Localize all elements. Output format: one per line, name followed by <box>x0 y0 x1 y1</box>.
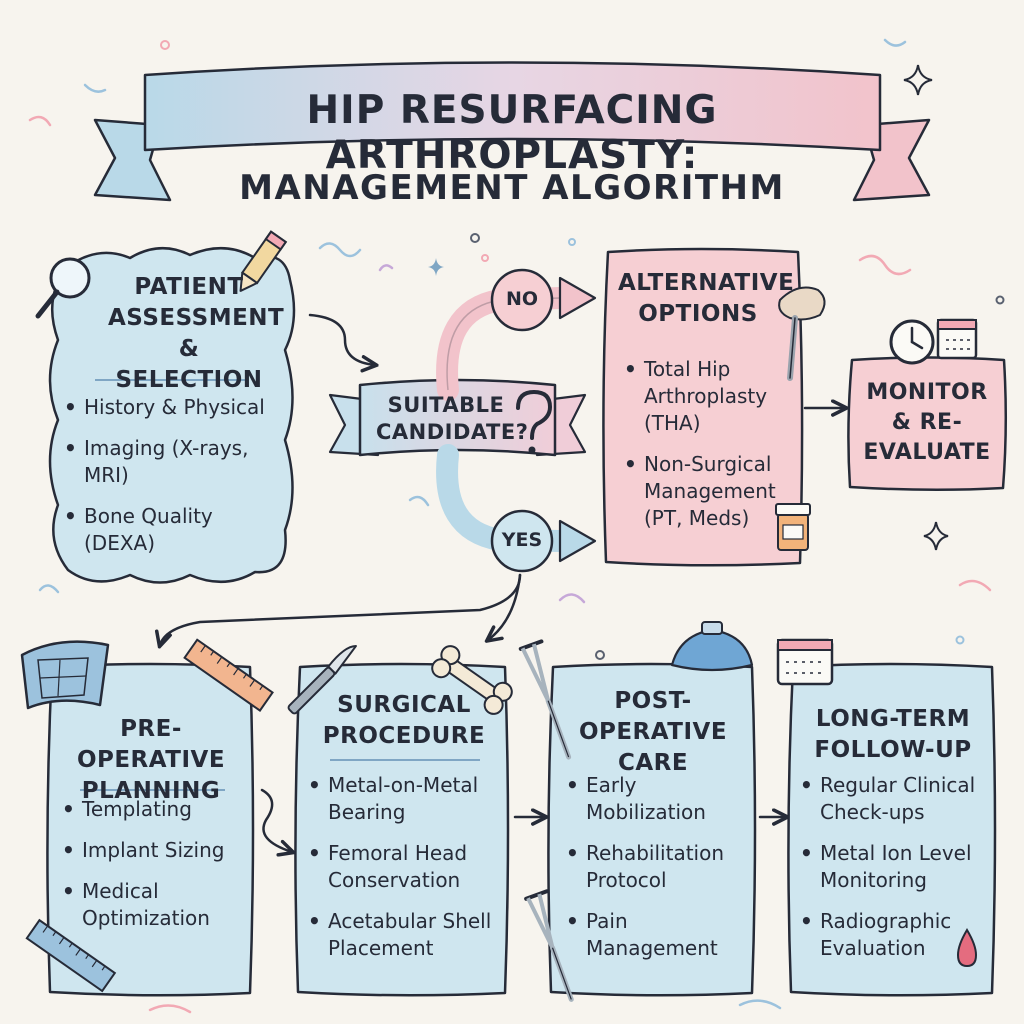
list-item: Non-Surgical Management (PT, Meds) <box>622 451 790 532</box>
list-item: Regular Clinical Check-ups <box>798 772 990 826</box>
stage-list-followup: Regular Clinical Check-ups Metal Ion Lev… <box>798 772 990 976</box>
list-item: Total Hip Arthroplasty (THA) <box>622 356 790 437</box>
stage-title-postop: POST-OPERATIVE CARE <box>578 688 728 776</box>
decorative-dots <box>160 40 1005 660</box>
stage-title-followup: LONG-TERM FOLLOW-UP <box>814 706 972 763</box>
list-item: Metal Ion Level Monitoring <box>798 840 990 894</box>
decorative-doodles <box>28 38 992 1014</box>
list-item: History & Physical <box>62 394 287 421</box>
list-item: Pain Management <box>564 908 748 962</box>
calendar-icon <box>776 638 834 686</box>
list-item: Templating <box>60 796 246 823</box>
yes-to-procedure-arrow <box>488 573 522 640</box>
yes-arrow-head <box>558 519 597 563</box>
stage-title-planning: PRE-OPERATIVE PLANNING <box>76 716 226 804</box>
list-item: Acetabular Shell Placement <box>306 908 502 962</box>
list-item: Implant Sizing <box>60 837 246 864</box>
clock-icon <box>889 319 935 365</box>
ruler-icon <box>183 638 274 712</box>
yes-pill-bg <box>490 509 554 573</box>
title-banner <box>93 61 931 202</box>
yes-to-planning-arrow <box>160 573 522 645</box>
hip-implant-icon <box>778 286 826 381</box>
scalpel-icon <box>287 645 357 715</box>
question-mark-icon <box>516 389 553 454</box>
decision-question: SUITABLE CANDIDATE? <box>376 393 529 444</box>
ruler-icon <box>25 918 117 993</box>
stage-list-planning: Templating Implant Sizing Medical Optimi… <box>60 796 246 946</box>
assessment-to-decision-arrow <box>308 313 375 365</box>
list-item: Femoral Head Conservation <box>306 840 502 894</box>
planning-to-procedure-arrow <box>260 788 292 852</box>
page-title: HIP RESURFACING ARTHROPLASTY: <box>306 88 718 178</box>
calendar-icon <box>936 318 978 360</box>
pencil-icon <box>239 230 288 292</box>
list-item: Metal-on-Metal Bearing <box>306 772 502 826</box>
list-item: Radiographic Evaluation <box>798 908 990 962</box>
magnifier-icon <box>35 257 91 319</box>
stage-list-procedure: Metal-on-Metal Bearing Femoral Head Cons… <box>306 772 502 976</box>
no-arrow-head <box>558 276 597 320</box>
list-item: Early Mobilization <box>564 772 748 826</box>
alternatives-title: ALTERNATIVE OPTIONS <box>618 270 795 327</box>
no-pill-bg <box>490 268 554 332</box>
sparkle-icon <box>428 64 949 551</box>
yes-label: YES <box>501 529 543 551</box>
crutch-icon <box>518 639 572 760</box>
assessment-list: History & Physical Imaging (X-rays, MRI)… <box>62 394 287 571</box>
stage-title-procedure: SURGICAL PROCEDURE <box>322 692 486 749</box>
page-subtitle: MANAGEMENT ALGORITHM <box>239 168 785 208</box>
list-item: Rehabilitation Protocol <box>564 840 748 894</box>
list-item: Imaging (X-rays, MRI) <box>62 435 287 489</box>
assessment-title: PATIENT ASSESSMENT & SELECTION <box>108 274 285 393</box>
list-item: Bone Quality (DEXA) <box>62 503 287 557</box>
alternatives-list: Total Hip Arthroplasty (THA) Non-Surgica… <box>622 356 790 546</box>
no-label: NO <box>505 288 539 310</box>
monitor-label: MONITOR & RE-EVALUATE <box>863 380 991 465</box>
crutch-icon <box>524 889 574 1002</box>
stage-list-postop: Early Mobilization Rehabilitation Protoc… <box>564 772 748 976</box>
list-item: Medical Optimization <box>60 878 246 932</box>
bone-icon <box>431 645 513 715</box>
blueprint-icon <box>20 640 110 710</box>
ice-pack-icon <box>670 621 754 672</box>
